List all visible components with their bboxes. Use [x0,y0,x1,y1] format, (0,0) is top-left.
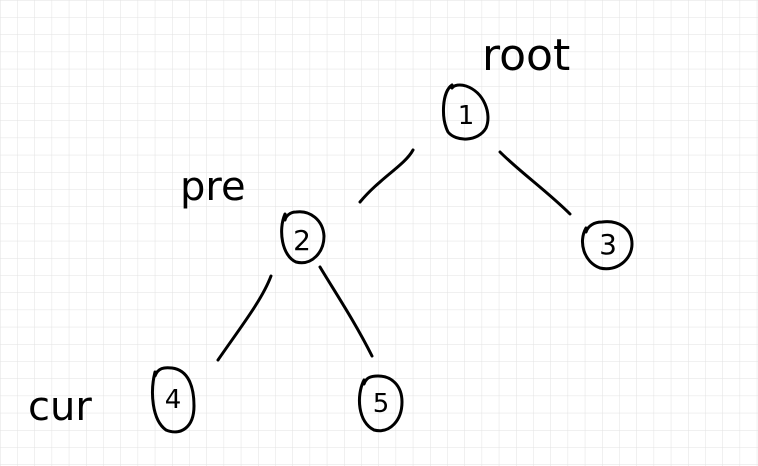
tree-node-4: 4 [151,366,196,434]
node-circle [357,374,404,433]
node-value: 5 [373,389,390,419]
node-value: 4 [165,385,182,415]
tree-node-2: 2 [280,210,326,265]
node-circle [151,366,196,434]
cur-label: cur [28,384,92,430]
node-value: 1 [458,101,475,131]
node-value: 2 [293,224,311,257]
node-value: 3 [599,228,617,261]
node-circle [442,83,490,141]
node-circle [280,210,326,265]
root-label: root [482,30,570,81]
edge-2-4 [216,274,273,362]
node-circle [581,220,634,271]
edge-2-5 [318,265,374,358]
tree-node-3: 3 [581,220,634,271]
edge-1-3 [498,150,572,216]
tree-node-5: 5 [357,374,404,433]
edge-1-2 [358,148,415,204]
tree-node-1: 1 [442,83,490,141]
pre-label: pre [180,164,246,210]
